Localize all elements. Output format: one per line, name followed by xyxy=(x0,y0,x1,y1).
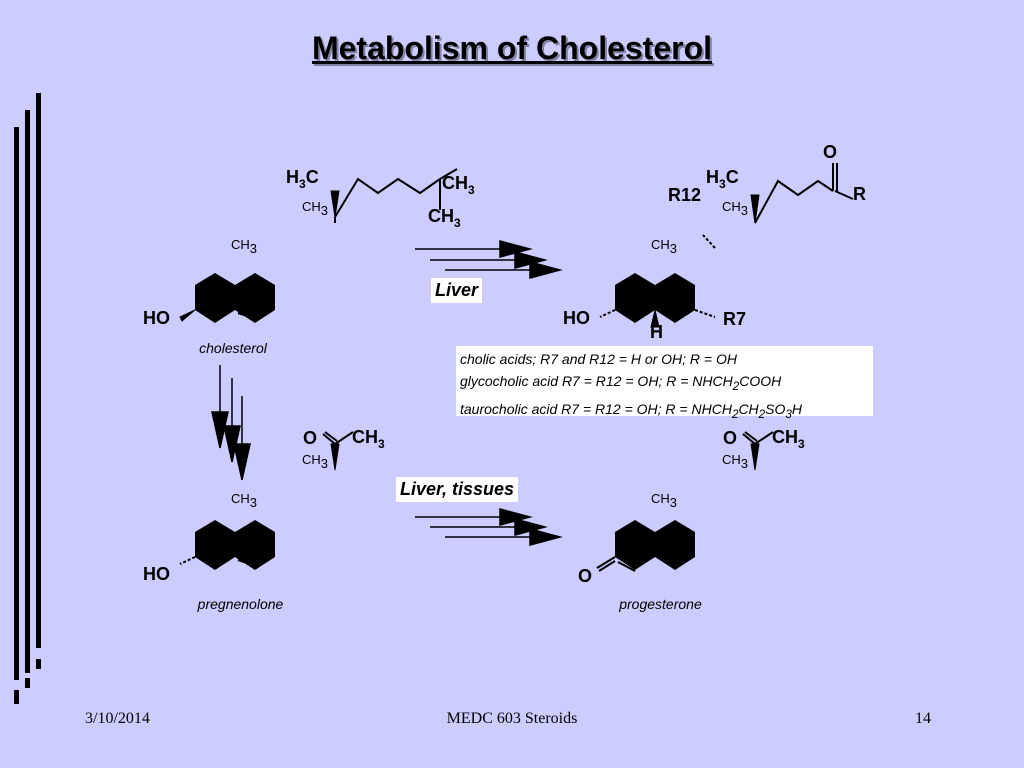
arrow-liver xyxy=(415,240,563,279)
svg-text:CH3: CH3 xyxy=(352,427,385,451)
svg-text:CH3: CH3 xyxy=(651,491,677,510)
footer-course: MEDC 603 Steroids xyxy=(446,710,578,727)
svg-text:CH3: CH3 xyxy=(231,491,257,510)
svg-text:O: O xyxy=(723,428,737,448)
cholesterol-atom-labels: HO H3C CH3 CH3 CH3 CH3 xyxy=(143,167,475,328)
svg-text:CH3: CH3 xyxy=(428,206,461,230)
bile-acid-atom-labels: HO H3C O R R12 R7 H CH3 CH3 xyxy=(563,142,866,342)
svg-text:HO: HO xyxy=(143,564,170,584)
pregnenolone-atom-labels: HO O CH3 CH3 CH3 xyxy=(143,427,385,584)
bile-acid-structure xyxy=(599,163,854,328)
cholic-acids-line: cholic acids; R7 and R12 = H or OH; R = … xyxy=(460,351,737,367)
svg-text:CH3: CH3 xyxy=(302,452,328,471)
arrow-liver-tissues xyxy=(415,508,563,546)
svg-text:CH3: CH3 xyxy=(772,427,805,451)
svg-text:H: H xyxy=(650,322,663,342)
svg-text:O: O xyxy=(578,566,592,586)
label-pregnenolone: pregnenolone xyxy=(197,596,284,612)
progesterone-atom-labels: O O CH3 CH3 CH3 xyxy=(578,427,805,586)
progesterone-structure xyxy=(596,431,798,572)
atom-ho: HO xyxy=(143,308,170,328)
cholesterol-structure xyxy=(179,168,458,323)
label-progesterone: progesterone xyxy=(619,596,702,612)
taurocholic-acid-line: taurocholic acid R7 = R12 = OH; R = NHCH… xyxy=(460,400,802,421)
slide-title: Metabolism of Cholesterol xyxy=(311,30,713,66)
svg-text:H3C: H3C xyxy=(706,167,739,191)
svg-text:H3C: H3C xyxy=(286,167,319,191)
svg-text:CH3: CH3 xyxy=(651,237,677,256)
arrow-down xyxy=(211,365,251,481)
svg-text:R: R xyxy=(853,184,866,204)
bile-acid-definitions: cholic acids; R7 and R12 = H or OH; R = … xyxy=(456,346,873,421)
label-liver: Liver xyxy=(431,278,483,303)
svg-text:CH3: CH3 xyxy=(302,199,328,218)
svg-text:R12: R12 xyxy=(668,185,701,205)
svg-text:O: O xyxy=(823,142,837,162)
svg-text:CH3: CH3 xyxy=(231,237,257,256)
footer-date: 3/10/2014 xyxy=(85,710,150,727)
svg-text:O: O xyxy=(303,428,317,448)
label-liver-tissues: Liver, tissues xyxy=(396,477,519,502)
page-number: 14 xyxy=(915,710,931,727)
svg-text:HO: HO xyxy=(563,308,590,328)
svg-text:CH3: CH3 xyxy=(722,452,748,471)
glycocholic-acid-line: glycocholic acid R7 = R12 = OH; R = NHCH… xyxy=(460,373,782,393)
pregnenolone-structure xyxy=(179,431,378,570)
svg-text:CH3: CH3 xyxy=(442,173,475,197)
label-cholesterol: cholesterol xyxy=(199,340,267,356)
svg-text:CH3: CH3 xyxy=(722,199,748,218)
svg-text:R7: R7 xyxy=(723,309,746,329)
